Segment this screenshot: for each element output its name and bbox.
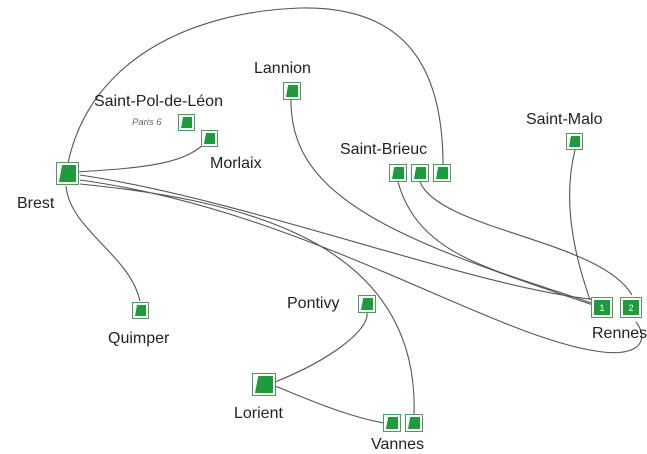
node-saint-pol-de-leon[interactable] <box>178 114 195 131</box>
label-saint-pol-note: Paris 6 <box>132 117 162 128</box>
label-saint-pol-de-leon: Saint-Pol-de-Léon <box>94 93 223 110</box>
node-saint-malo[interactable] <box>566 133 583 150</box>
node-vannes-2[interactable] <box>405 414 423 432</box>
label-pontivy: Pontivy <box>287 295 340 312</box>
node-morlaix[interactable] <box>201 130 218 147</box>
route-brest-vannes <box>79 183 415 416</box>
node-pontivy[interactable] <box>358 295 376 313</box>
label-lannion: Lannion <box>254 60 311 77</box>
node-rennes-1[interactable]: 1 <box>591 297 613 318</box>
route-brest-saint-brieuc <box>67 7 444 174</box>
label-lorient: Lorient <box>234 405 283 422</box>
node-saint-brieuc-2[interactable] <box>411 164 429 182</box>
route-brest-morlaix <box>75 137 210 173</box>
route-saint-brieuc-rennes-2 <box>419 181 633 296</box>
route-lorient-vannes <box>274 385 391 425</box>
route-brest-quimper <box>65 185 141 302</box>
route-saint-malo-rennes <box>569 149 591 301</box>
label-rennes: Rennes <box>592 325 647 342</box>
route-brest-rennes-b <box>79 179 643 354</box>
label-saint-malo: Saint-Malo <box>526 111 603 128</box>
node-lorient[interactable] <box>252 373 276 396</box>
node-lannion[interactable] <box>283 82 301 100</box>
route-lannion-rennes <box>290 99 597 307</box>
label-vannes: Vannes <box>371 436 425 453</box>
node-saint-brieuc-3[interactable] <box>433 164 451 182</box>
route-saint-brieuc-rennes-1 <box>397 181 601 307</box>
node-rennes-2[interactable]: 2 <box>620 297 642 318</box>
node-quimper[interactable] <box>132 302 149 319</box>
node-vannes-1[interactable] <box>383 414 401 432</box>
platform-label-1: 1 <box>599 302 605 313</box>
route-lorient-pontivy <box>274 311 368 383</box>
label-saint-brieuc: Saint-Brieuc <box>340 141 428 158</box>
label-quimper: Quimper <box>108 330 170 347</box>
platform-label-2: 2 <box>628 302 634 313</box>
route-brest-rennes-a <box>79 174 601 301</box>
label-morlaix: Morlaix <box>210 155 262 172</box>
label-brest: Brest <box>17 195 55 212</box>
node-brest[interactable] <box>56 162 79 185</box>
node-saint-brieuc-1[interactable] <box>389 164 407 182</box>
